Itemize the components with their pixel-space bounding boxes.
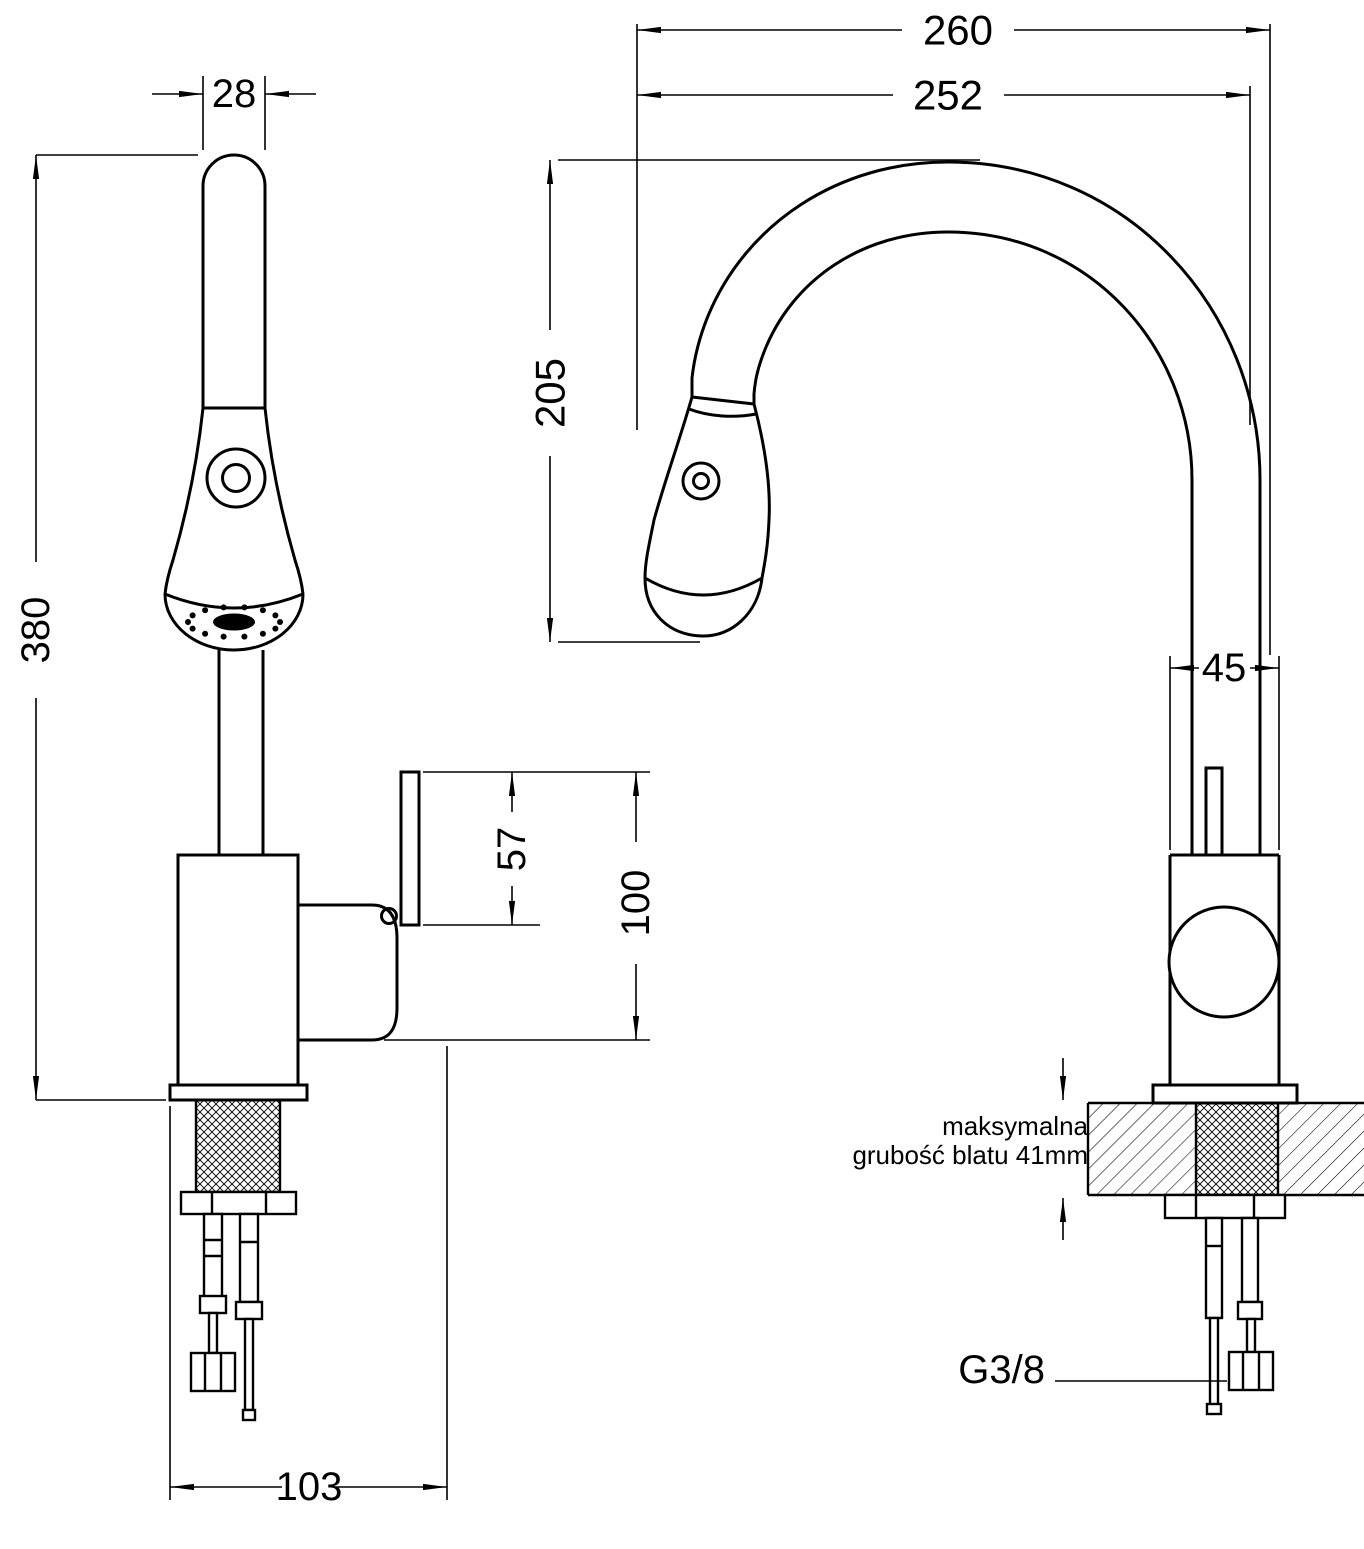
dim-label-252: 252 bbox=[913, 72, 983, 119]
side-spray-head bbox=[643, 395, 771, 638]
side-handle-lever bbox=[1204, 766, 1224, 857]
front-handle-lever bbox=[399, 770, 421, 927]
side-spray-button-inner bbox=[692, 472, 710, 490]
countertop-note-line1: maksymalna bbox=[942, 1111, 1088, 1141]
dim-label-100: 100 bbox=[614, 870, 658, 937]
front-handle-setscrew bbox=[380, 907, 398, 925]
dimension-57 bbox=[423, 771, 650, 926]
front-supply-hoses bbox=[189, 1212, 264, 1422]
dim-label-205: 205 bbox=[527, 358, 574, 428]
dim-label-57: 57 bbox=[490, 827, 534, 872]
side-mounting-nut bbox=[1163, 1193, 1287, 1220]
dimension-260 bbox=[636, 24, 1271, 655]
dim-label-260: 260 bbox=[923, 7, 993, 54]
front-threaded-shank bbox=[194, 1098, 282, 1194]
dimension-28 bbox=[152, 76, 316, 150]
dim-label-103: 103 bbox=[276, 1465, 343, 1509]
side-supply-hoses bbox=[1204, 1216, 1275, 1416]
front-view bbox=[163, 153, 421, 1422]
side-base-flange bbox=[1151, 1083, 1299, 1105]
side-view bbox=[643, 160, 1364, 1416]
dimension-103 bbox=[169, 1046, 448, 1500]
dimensions bbox=[32, 24, 1280, 1500]
thread-size-label: G3/8 bbox=[958, 1348, 1045, 1392]
front-handle-housing bbox=[298, 903, 399, 1042]
dimension-380 bbox=[32, 154, 198, 1101]
front-mounting-nut bbox=[179, 1190, 298, 1216]
front-spray-head bbox=[163, 407, 305, 652]
front-spray-button-outer bbox=[205, 447, 267, 509]
dimension-252 bbox=[637, 86, 1251, 425]
front-spray-button-inner bbox=[221, 463, 251, 493]
front-base-flange bbox=[168, 1083, 309, 1102]
dim-label-45: 45 bbox=[1202, 646, 1247, 690]
side-spout-inner bbox=[752, 230, 1194, 855]
front-body bbox=[176, 853, 300, 1087]
labels: 28 380 57 100 103 260 252 205 45 maksyma… bbox=[14, 7, 1246, 1510]
dimension-205 bbox=[546, 159, 980, 643]
side-handle-pivot bbox=[1167, 905, 1281, 1019]
dimension-100 bbox=[384, 772, 650, 1041]
front-spout-tube bbox=[201, 153, 267, 408]
aerator-face bbox=[185, 604, 283, 640]
side-threaded-shank bbox=[1194, 1101, 1280, 1197]
countertop-note-line2: grubość blatu 41mm bbox=[852, 1140, 1088, 1170]
dimension-45 bbox=[1169, 656, 1280, 850]
side-spout-outer bbox=[690, 160, 1262, 855]
side-spray-button-outer bbox=[681, 461, 721, 501]
dim-label-380: 380 bbox=[14, 597, 58, 664]
dim-label-28: 28 bbox=[212, 72, 257, 116]
